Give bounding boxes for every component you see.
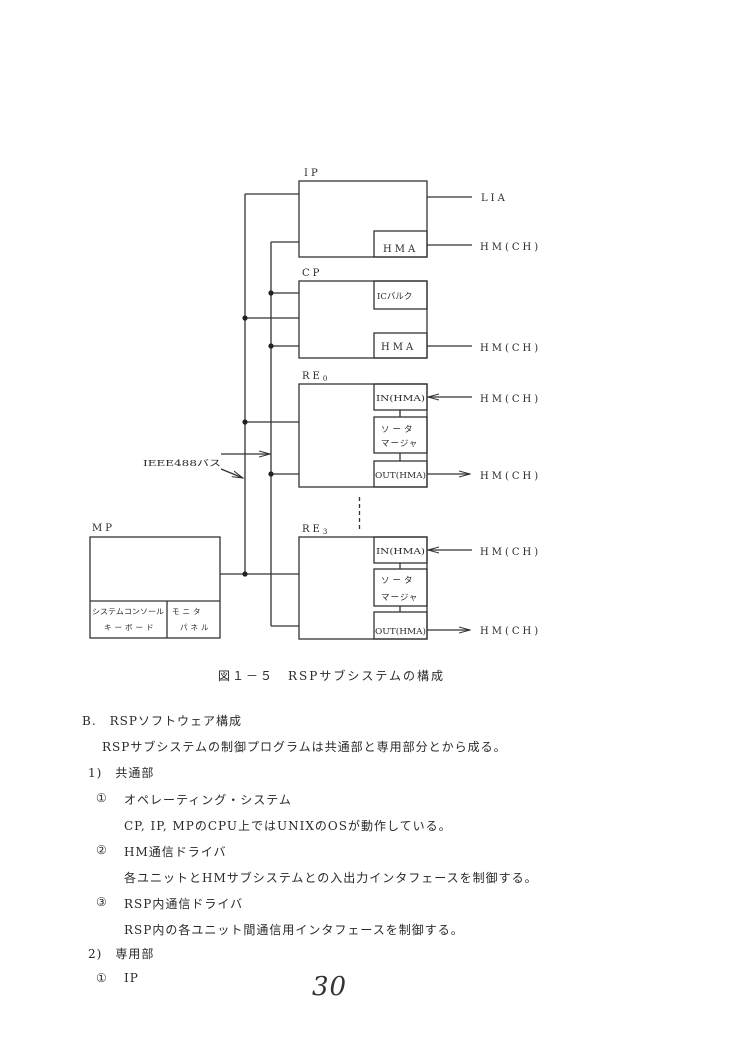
re3-in-label: IN(HMA) — [376, 546, 425, 557]
bus-label: IEEE488バス — [143, 459, 221, 469]
cp-icbulk-label: ICバルク — [377, 292, 412, 302]
re3-label: RE3 — [302, 524, 330, 536]
list-item-desc: 各ユニットとHMサブシステムとの入出力インタフェースを制御する。 — [124, 871, 538, 885]
cp-hma-label: HMA — [381, 342, 416, 353]
mp-box — [89, 536, 221, 639]
bus-pointer-arrow-2 — [220, 468, 243, 478]
list-item-title: HM通信ドライバ — [124, 845, 227, 859]
cp-hm-label: HM(CH) — [480, 343, 541, 354]
list-item-title: RSP内通信ドライバ — [124, 897, 244, 911]
section-heading: B. RSPソフトウェア構成 — [82, 714, 242, 728]
cp-label: CP — [302, 268, 322, 279]
list-item-title: IP — [124, 971, 139, 985]
junction-dot — [268, 290, 274, 296]
junction-dot — [242, 419, 248, 425]
mp-console-label-2: キーボード — [104, 623, 157, 632]
junction-dot — [268, 343, 274, 349]
re3-out-hm-label: HM(CH) — [480, 626, 541, 637]
re3-out-label: OUT(HMA) — [375, 626, 426, 637]
list-item-marker: ① — [96, 791, 108, 805]
mp-monitor-label-1: モニタ — [172, 607, 204, 616]
page-number: 30 — [312, 972, 348, 1002]
list-item-title: オペレーティング・システム — [124, 793, 292, 807]
junction-dot — [242, 571, 248, 577]
cp-icbulk-box — [373, 280, 428, 310]
re3-sorter-label-2: マージャ — [381, 593, 418, 603]
junction-dot — [242, 315, 248, 321]
figure-caption: 図１－５ RSPサブシステムの構成 — [218, 669, 445, 683]
list-item-marker: ② — [96, 843, 108, 857]
ip-box — [298, 180, 428, 258]
junction-dot — [268, 471, 274, 477]
re3-in-hm-label: HM(CH) — [480, 547, 541, 558]
re0-sorter-label-2: マージャ — [381, 439, 418, 449]
list-item-marker: ③ — [96, 895, 108, 909]
rsp-subsystem-diagram: IP CP RE0 RE3 MP LIA HM(CH) HM(CH) HM(CH… — [89, 168, 541, 640]
ip-hm-label: HM(CH) — [480, 242, 541, 253]
re0-out-label: OUT(HMA) — [375, 470, 426, 481]
re0-in-label: IN(HMA) — [376, 393, 425, 404]
mp-console-label-1: システムコンソール — [92, 607, 165, 616]
cp-box — [298, 280, 428, 359]
ip-hma-label: HMA — [383, 244, 418, 255]
dedicated-part-heading: 2) 専用部 — [88, 947, 155, 961]
ip-label: IP — [304, 168, 321, 179]
lia-label: LIA — [481, 193, 508, 204]
re0-out-hm-label: HM(CH) — [480, 471, 541, 482]
list-item-marker: ① — [96, 971, 108, 985]
re0-in-hm-label: HM(CH) — [480, 394, 541, 405]
list-item-desc: CP, IP, MPのCPU上ではUNIXのOSが動作している。 — [124, 819, 452, 833]
intro-paragraph: RSPサブシステムの制御プログラムは共通部と専用部分とから成る。 — [102, 740, 507, 754]
list-item-desc: RSP内の各ユニット間通信用インタフェースを制御する。 — [124, 923, 464, 937]
re0-label: RE0 — [302, 371, 330, 383]
common-part-heading: 1) 共通部 — [88, 766, 155, 780]
re0-sorter-label-1: ソータ — [381, 425, 416, 435]
ip-hma-box — [373, 230, 428, 258]
re3-sorter-label-1: ソータ — [381, 576, 416, 586]
mp-label: MP — [92, 523, 115, 534]
mp-monitor-label-2: パネル — [180, 623, 212, 632]
